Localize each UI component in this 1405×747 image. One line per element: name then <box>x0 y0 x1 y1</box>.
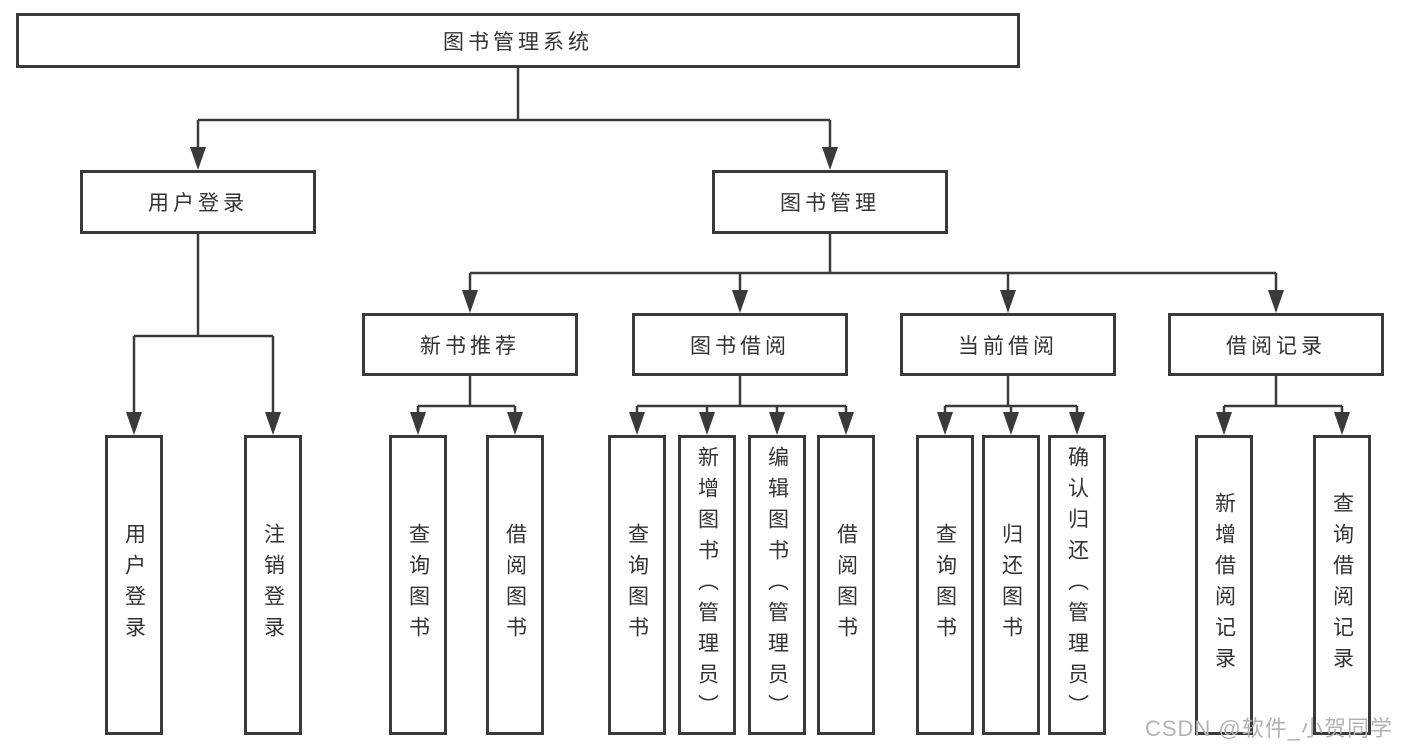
node-records-add-record: 新增借阅记录 <box>1195 435 1253 735</box>
node-label: 查询借阅记录 <box>1330 492 1354 678</box>
node-book-management: 图书管理 <box>712 170 948 234</box>
node-label: 用户登录 <box>122 523 146 647</box>
node-current-return-books: 归还图书 <box>982 435 1040 735</box>
node-label: 借阅图书 <box>503 523 527 647</box>
node-login-user-login: 用户登录 <box>105 435 163 735</box>
node-label: 图书管理 <box>780 192 880 215</box>
node-library-system: 图书管理系统 <box>16 13 1020 68</box>
arrow-down-icon <box>126 412 142 435</box>
arrow-down-icon <box>410 412 426 435</box>
node-label: 查询图书 <box>406 523 430 647</box>
arrow-down-icon <box>507 412 523 435</box>
arrow-down-icon <box>462 290 478 313</box>
arrow-down-icon <box>937 412 953 435</box>
node-borrow-query-books: 查询图书 <box>608 435 666 735</box>
node-borrow-add-books-admin: 新增图书（管理员） <box>678 435 736 735</box>
arrow-down-icon <box>1268 290 1284 313</box>
arrow-down-icon <box>1069 412 1085 435</box>
node-label: 新增图书（管理员） <box>695 445 719 725</box>
node-label: 新增借阅记录 <box>1212 492 1236 678</box>
arrow-down-icon <box>699 412 715 435</box>
node-label: 归还图书 <box>999 523 1023 647</box>
arrow-down-icon <box>1334 412 1350 435</box>
node-label: 注销登录 <box>261 523 285 647</box>
arrowheads <box>126 147 1350 435</box>
node-borrow-edit-books-admin: 编辑图书（管理员） <box>748 435 806 735</box>
node-label: 查询图书 <box>625 523 649 647</box>
node-label: 当前借阅 <box>958 334 1058 358</box>
arrow-down-icon <box>822 147 838 170</box>
node-book-borrow: 图书借阅 <box>632 313 848 376</box>
node-label: 查询图书 <box>933 523 957 647</box>
node-records-query-record: 查询借阅记录 <box>1313 435 1371 735</box>
watermark: CSDN @软件_小贺同学 <box>1144 716 1393 741</box>
arrow-down-icon <box>1000 290 1016 313</box>
node-recommend-query-books: 查询图书 <box>389 435 447 735</box>
node-borrow-records: 借阅记录 <box>1168 313 1384 376</box>
node-user-login: 用户登录 <box>80 170 316 234</box>
arrow-down-icon <box>265 412 281 435</box>
connector-lines <box>132 68 1344 416</box>
arrow-down-icon <box>629 412 645 435</box>
node-label: 用户登录 <box>148 192 248 215</box>
node-login-logout: 注销登录 <box>244 435 302 735</box>
node-label: 新书推荐 <box>420 334 520 358</box>
node-recommend-borrow-books: 借阅图书 <box>486 435 544 735</box>
arrow-down-icon <box>1216 412 1232 435</box>
node-current-confirm-return-admin: 确认归还（管理员） <box>1048 435 1106 735</box>
arrow-down-icon <box>838 412 854 435</box>
node-new-book-recommend: 新书推荐 <box>362 313 578 376</box>
arrow-down-icon <box>732 290 748 313</box>
node-label: 图书管理系统 <box>443 30 593 54</box>
arrow-down-icon <box>769 412 785 435</box>
node-label: 确认归还（管理员） <box>1065 445 1089 725</box>
node-current-borrow: 当前借阅 <box>900 313 1116 376</box>
node-label: 编辑图书（管理员） <box>765 445 789 725</box>
arrow-down-icon <box>1003 412 1019 435</box>
node-current-query-books: 查询图书 <box>916 435 974 735</box>
arrow-down-icon <box>190 147 206 170</box>
node-borrow-borrow-books: 借阅图书 <box>817 435 875 735</box>
node-label: 图书借阅 <box>690 334 790 358</box>
node-label: 借阅图书 <box>834 523 858 647</box>
node-label: 借阅记录 <box>1226 334 1326 358</box>
